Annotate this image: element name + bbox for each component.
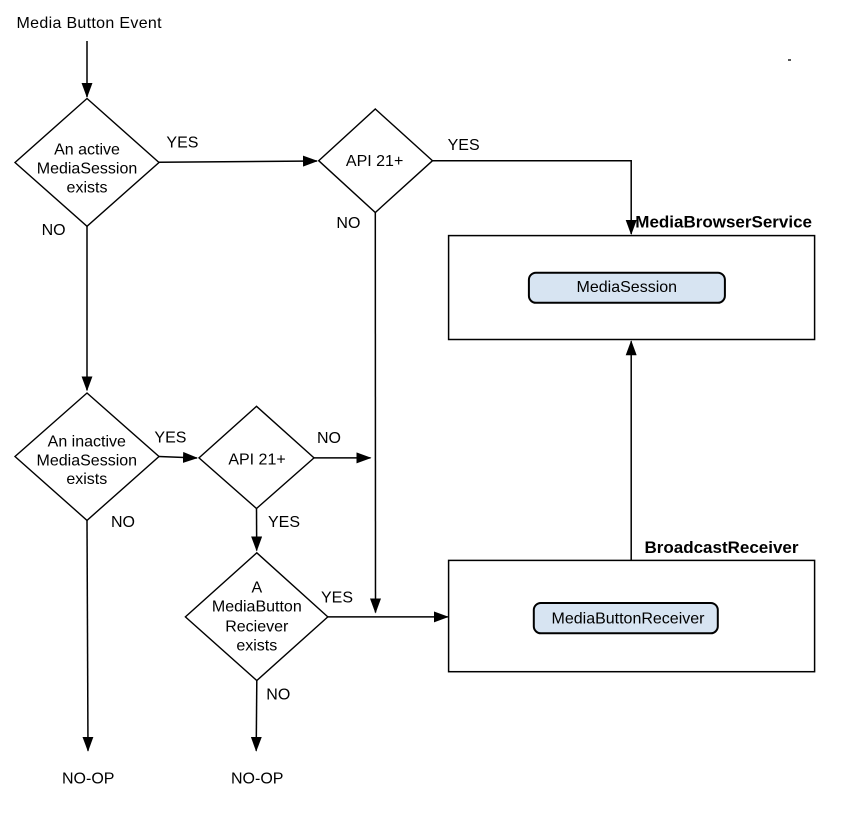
svg-text:A: A — [251, 579, 262, 596]
svg-text:YES: YES — [321, 590, 353, 607]
svg-text:NO: NO — [42, 222, 66, 239]
svg-text:MediaSession: MediaSession — [37, 161, 138, 178]
svg-text:YES: YES — [166, 134, 198, 151]
svg-text:API 21+: API 21+ — [228, 452, 285, 469]
svg-text:API 21+: API 21+ — [346, 153, 403, 170]
svg-text:NO-OP: NO-OP — [62, 771, 114, 788]
svg-text:exists: exists — [67, 179, 108, 196]
svg-text:An inactive: An inactive — [48, 433, 126, 450]
svg-text:YES: YES — [154, 430, 186, 447]
svg-text:MediaSession: MediaSession — [577, 279, 678, 296]
svg-text:exists: exists — [66, 471, 107, 488]
svg-text:NO-OP: NO-OP — [231, 771, 283, 788]
svg-text:BroadcastReceiver: BroadcastReceiver — [644, 538, 798, 557]
svg-text:exists: exists — [236, 638, 277, 655]
svg-text:Media Button Event: Media Button Event — [17, 15, 163, 32]
svg-text:NO: NO — [336, 215, 360, 232]
svg-text:YES: YES — [448, 137, 480, 154]
svg-text:Reciever: Reciever — [225, 618, 289, 635]
svg-text:MediaButtonReceiver: MediaButtonReceiver — [552, 611, 706, 628]
svg-text:MediaBrowserService: MediaBrowserService — [635, 213, 812, 232]
svg-text:NO: NO — [317, 430, 341, 447]
svg-text:NO: NO — [266, 687, 290, 704]
svg-text:An active: An active — [54, 141, 120, 158]
svg-text:MediaSession: MediaSession — [37, 452, 138, 469]
svg-text:MediaButton: MediaButton — [212, 599, 302, 616]
svg-text:YES: YES — [268, 514, 300, 531]
svg-text:NO: NO — [111, 514, 135, 531]
